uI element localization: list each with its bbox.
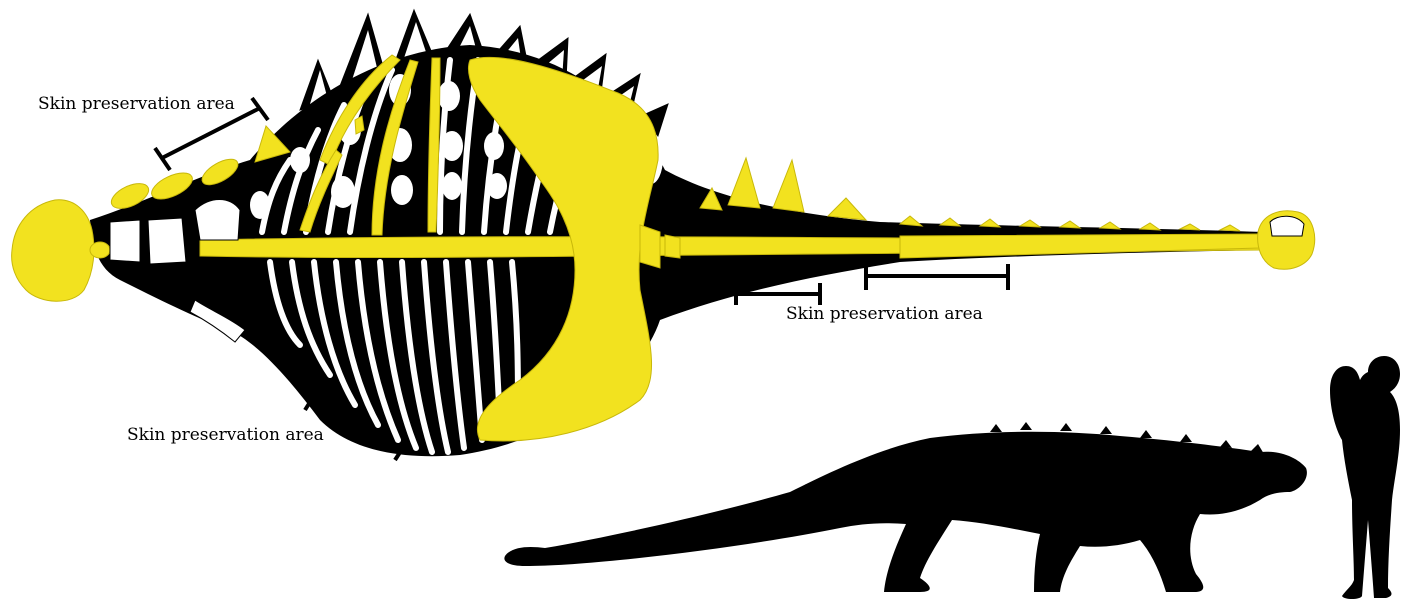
ankylosaur-silhouette xyxy=(504,432,1307,592)
skull xyxy=(12,200,94,301)
skin-area-label-neck: Skin preservation area xyxy=(38,94,235,114)
skin-area-label-flank: Skin preservation area xyxy=(127,425,324,445)
skeleton-reconstruction xyxy=(12,10,1315,456)
skin-area-label-tail: Skin preservation area xyxy=(786,304,983,324)
human-silhouette xyxy=(1330,356,1400,599)
scale-bar-tail-long xyxy=(866,264,1008,290)
tail-club-detail xyxy=(1270,216,1304,236)
